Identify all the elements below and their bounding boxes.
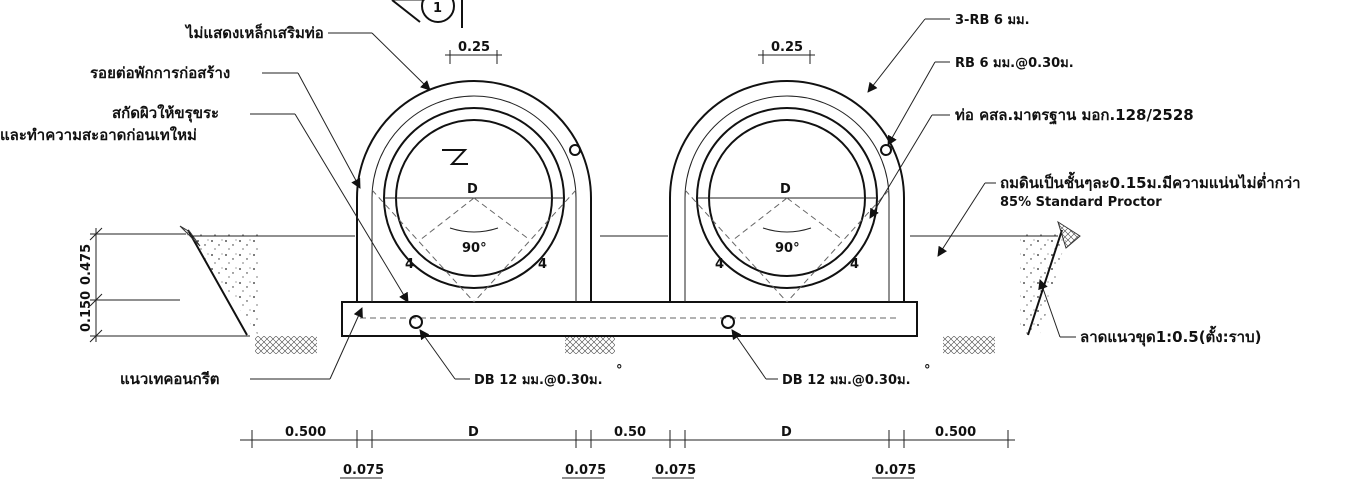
svg-text:0.25: 0.25 [458, 40, 490, 55]
svg-text:0.075: 0.075 [343, 463, 384, 478]
svg-text:0.475: 0.475 [79, 244, 94, 285]
svg-text:°: ° [616, 363, 623, 378]
svg-text:ลาดแนวขุด1:0.5(ตั้ง:ราบ): ลาดแนวขุด1:0.5(ตั้ง:ราบ) [1080, 325, 1261, 347]
svg-text:และทำความสะอาดก่อนเทใหม่: และทำความสะอาดก่อนเทใหม่ [0, 126, 197, 144]
chamfer-mark: 4 [715, 257, 724, 272]
label-construction-joint: รอยต่อพักการก่อสร้าง [90, 64, 361, 189]
trench [179, 220, 1081, 354]
svg-text:D: D [781, 425, 792, 440]
svg-text:ท่อ คสล.มาตรฐาน มอก.128/2528: ท่อ คสล.มาตรฐาน มอก.128/2528 [955, 106, 1194, 125]
dim-vertical: 0.475 0.150 [79, 227, 250, 343]
label-roughen: สกัดผิวให้ขรุขระ และทำความสะอาดก่อนเทใหม… [0, 104, 409, 303]
svg-text:RB 6 มม.@0.30ม.: RB 6 มม.@0.30ม. [955, 56, 1074, 71]
dim-bottom-chain: 0.500 D 0.50 D 0.500 0.075 0.075 0.075 0… [240, 425, 1015, 479]
pipe-diameter-right: D [780, 182, 791, 197]
svg-text:0.500: 0.500 [935, 425, 976, 440]
dim-top-left: 0.25 [445, 40, 502, 64]
label-fill: ถมดินเป็นชั้นๆละ0.15ม.มีความแน่นไม่ต่ำกว… [937, 171, 1301, 257]
label-db-left: DB 12 มม.@0.30ม. ° [419, 329, 623, 388]
label-concrete-line: แนวเทคอนกรีต [120, 307, 363, 388]
svg-text:0.075: 0.075 [655, 463, 696, 478]
label-rb3: 3-RB 6 มม. [867, 13, 1030, 93]
angle-left: 90° [462, 241, 487, 256]
svg-text:DB 12 มม.@0.30ม.: DB 12 มม.@0.30ม. [474, 373, 603, 388]
label-slope: ลาดแนวขุด1:0.5(ตั้ง:ราบ) [1038, 279, 1261, 347]
svg-text:ไม่แสดงเหล็กเสริมท่อ: ไม่แสดงเหล็กเสริมท่อ [184, 23, 324, 42]
svg-text:0.500: 0.500 [285, 425, 326, 440]
section-mark: 1 [391, 0, 463, 28]
svg-text:3-RB 6 มม.: 3-RB 6 มม. [955, 13, 1030, 28]
label-no-rebar: ไม่แสดงเหล็กเสริมท่อ [184, 23, 431, 91]
chamfer-mark: 4 [405, 257, 414, 272]
svg-text:DB 12 มม.@0.30ม.: DB 12 มม.@0.30ม. [782, 373, 911, 388]
svg-text:สกัดผิวให้ขรุขระ: สกัดผิวให้ขรุขระ [112, 104, 219, 123]
label-db-right: DB 12 มม.@0.30ม. ° [731, 329, 931, 388]
svg-text:1: 1 [433, 1, 442, 16]
label-pipe-standard: ท่อ คสล.มาตรฐาน มอก.128/2528 [869, 106, 1194, 219]
svg-text:D: D [468, 425, 479, 440]
dim-top-right: 0.25 [758, 40, 815, 64]
svg-text:0.25: 0.25 [771, 40, 803, 55]
left-pipe-encasement [356, 80, 592, 329]
right-pipe-encasement [669, 80, 905, 329]
angle-right: 90° [775, 241, 800, 256]
svg-text:รอยต่อพักการก่อสร้าง: รอยต่อพักการก่อสร้าง [90, 64, 230, 82]
chamfer-mark: 4 [850, 257, 859, 272]
svg-text:0.075: 0.075 [875, 463, 916, 478]
svg-text:0.075: 0.075 [565, 463, 606, 478]
svg-text:0.150: 0.150 [79, 291, 94, 332]
chamfer-mark: 4 [538, 257, 547, 272]
base-slab [341, 301, 918, 337]
svg-text:°: ° [924, 363, 931, 378]
label-rb-spacing: RB 6 มม.@0.30ม. [887, 56, 1074, 146]
pipe-diameter-left: D [467, 182, 478, 197]
svg-text:ถมดินเป็นชั้นๆละ0.15ม.มีความแน: ถมดินเป็นชั้นๆละ0.15ม.มีความแน่นไม่ต่ำกว… [1000, 171, 1301, 192]
svg-text:0.50: 0.50 [614, 425, 646, 440]
svg-text:85% Standard Proctor: 85% Standard Proctor [1000, 195, 1162, 210]
svg-text:แนวเทคอนกรีต: แนวเทคอนกรีต [120, 370, 220, 388]
